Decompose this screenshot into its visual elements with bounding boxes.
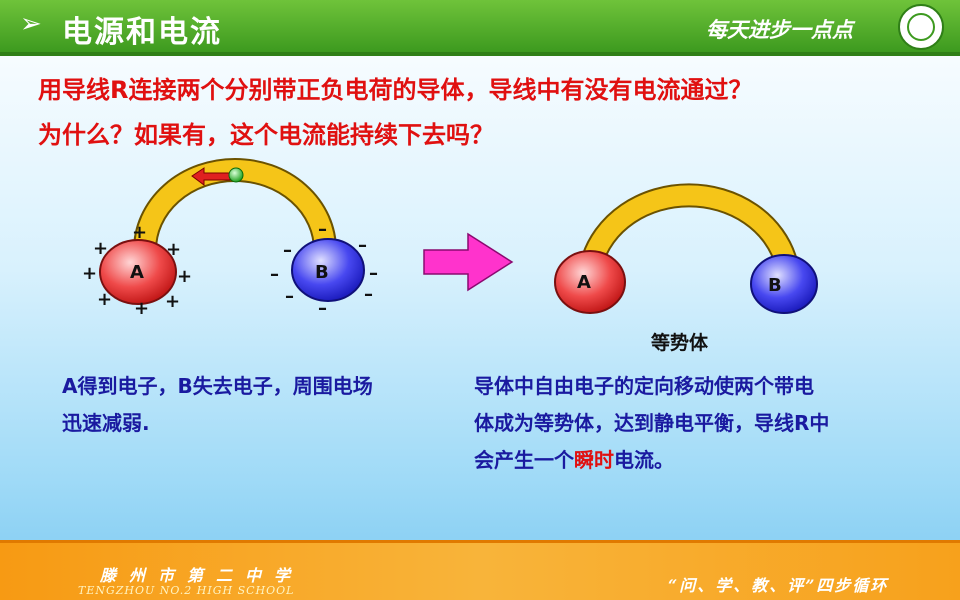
plus-charge: + (132, 222, 148, 243)
right-note: 导体中自由电子的定向移动使两个带电 体成为等势体，达到静电平衡，导线R中 会产生… (474, 368, 829, 479)
school-name: 滕州市第二中学 (100, 566, 304, 585)
equipotential-caption: 等势体 (651, 332, 709, 354)
left-ball-a-label: A (130, 262, 144, 283)
minus-charge: – (364, 284, 373, 305)
footer-divider (0, 540, 960, 543)
title-bullet-arrow-icon: ➢ (20, 9, 42, 39)
minus-charge: – (369, 263, 378, 284)
right-note-line-3: 会产生一个瞬时电流。 (474, 442, 829, 479)
school-name-english: TENGZHOU NO.2 HIGH SCHOOL (78, 584, 295, 597)
right-note-text-a: 会产生一个 (474, 448, 574, 472)
header-motto: 每天进步一点点 (706, 17, 853, 42)
right-ball-b (750, 254, 818, 314)
right-note-line-1: 导体中自由电子的定向移动使两个带电 (474, 374, 814, 398)
left-note-line-1: A得到电子，B失去电子，周围电场 (62, 374, 373, 398)
plus-charge: + (82, 263, 98, 284)
right-note-text-b: 电流。 (614, 448, 674, 472)
school-logo-icon (898, 4, 944, 50)
left-ball-b (291, 238, 365, 302)
left-ball-b-label: B (315, 262, 329, 283)
right-ball-b-label: B (768, 275, 782, 296)
plus-charge: + (165, 291, 181, 312)
transition-arrow-icon (423, 232, 514, 292)
plus-charge: + (134, 298, 150, 319)
right-ball-a-label: A (577, 272, 591, 293)
header-bar (0, 0, 960, 52)
right-note-line-2: 体成为等势体，达到静电平衡，导线R中 (474, 411, 830, 435)
electron-icon (228, 167, 244, 183)
minus-charge: – (318, 219, 327, 240)
question-text: 用导线R连接两个分别带正负电荷的导体，导线中有没有电流通过？ 为什么？如果有，这… (38, 68, 928, 158)
right-ball-a (554, 250, 626, 314)
header-divider (0, 52, 960, 56)
minus-charge: – (358, 235, 367, 256)
plus-charge: + (166, 239, 182, 260)
plus-charge: + (93, 238, 109, 259)
minus-charge: – (283, 240, 292, 261)
footer-bar (0, 540, 960, 600)
minus-charge: – (318, 298, 327, 319)
minus-charge: – (285, 286, 294, 307)
plus-charge: + (97, 289, 113, 310)
instantaneous-highlight: 瞬时 (574, 448, 614, 472)
plus-charge: + (177, 266, 193, 287)
right-wire-arc (580, 183, 798, 266)
question-line-2: 为什么？如果有，这个电流能持续下去吗？ (38, 121, 494, 149)
question-line-1: 用导线R连接两个分别带正负电荷的导体，导线中有没有电流通过？ (38, 76, 753, 104)
footer-motto: “问、学、教、评”四步循环 (668, 576, 889, 595)
left-note-line-2: 迅速减弱. (62, 411, 150, 435)
left-note: A得到电子，B失去电子，周围电场 迅速减弱. (62, 368, 373, 442)
minus-charge: – (270, 264, 279, 285)
left-ball-a (99, 239, 177, 305)
page-title: 电源和电流 (62, 15, 222, 50)
